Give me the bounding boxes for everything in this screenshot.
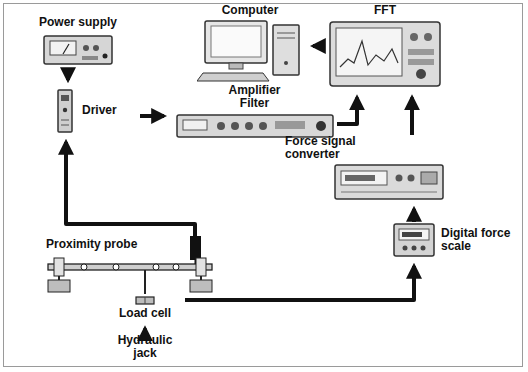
- beam-test-rig-part: [81, 264, 87, 270]
- device-label: Force signal converter: [285, 135, 389, 162]
- device-label: FFT: [374, 4, 396, 17]
- computer-icon-part: [273, 25, 299, 75]
- beam-test-rig-part: [190, 280, 212, 292]
- driver-icon-part: [58, 90, 72, 132]
- force-signal-converter: Force signal converter: [285, 135, 445, 201]
- beam-test-rig-part: [113, 264, 119, 270]
- digital-force-scale-icon-part: [399, 229, 429, 240]
- beam-test-rig-part: [144, 270, 146, 294]
- force-signal-converter-icon: [333, 163, 445, 201]
- fft-analyzer-icon-part: [408, 59, 434, 65]
- amplifier-filter-icon-part: [177, 115, 333, 137]
- force-signal-converter-icon-part: [341, 171, 387, 185]
- driver-icon: [56, 88, 74, 134]
- power-supply-icon-part: [82, 56, 98, 60]
- beam-test-rig-part: [58, 276, 60, 280]
- amplifier-filter-icon-part: [183, 120, 207, 130]
- driver: Driver: [56, 88, 140, 134]
- beam-test-rig-part: [48, 264, 212, 270]
- device-label: Hydraulic jack: [105, 334, 185, 361]
- digital-force-scale-icon-part: [421, 246, 426, 251]
- power-supply-icon-part: [50, 41, 76, 55]
- computer-icon-part: [205, 21, 267, 63]
- signal-arrow: [337, 97, 357, 124]
- fft-analyzer-icon-part: [330, 22, 440, 86]
- beam-test-rig-part: [173, 264, 179, 270]
- force-signal-converter-icon-part: [408, 174, 415, 181]
- computer-icon-part: [284, 61, 288, 65]
- amplifier-filter-icon-part: [245, 122, 253, 130]
- fft-analyzer-icon-part: [340, 41, 398, 67]
- computer-icon-part: [197, 73, 269, 81]
- fft-analyzer-icon-part: [416, 69, 426, 79]
- computer-icon-part: [277, 33, 295, 34]
- computer: Computer: [195, 4, 305, 83]
- beam-test-rig-part: [196, 258, 206, 276]
- driver-icon-part: [63, 108, 67, 112]
- amplifier-filter: Amplifier Filter: [172, 84, 337, 139]
- force-signal-converter-icon-part: [396, 174, 403, 181]
- signal-arrow: [66, 68, 70, 80]
- power-supply-icon-part: [83, 45, 89, 51]
- power-supply-icon: [42, 32, 114, 68]
- amplifier-filter-icon-part: [316, 121, 326, 131]
- force-signal-converter-icon-part: [421, 172, 437, 184]
- digital-force-scale-icon-part: [402, 232, 422, 237]
- fft-analyzer-icon-part: [410, 33, 418, 41]
- power-supply-icon-part: [44, 36, 112, 64]
- power-supply-icon-part: [63, 44, 69, 54]
- digital-force-scale-icon: [392, 222, 436, 258]
- fft-analyzer-icon-part: [408, 49, 434, 55]
- force-signal-converter-icon-part: [341, 191, 437, 192]
- beam-test-rig-part: [200, 276, 202, 280]
- fft-analyzer: FFT: [325, 4, 445, 89]
- digital-force-scale: Digital force scale: [392, 222, 514, 258]
- power-supply-icon-part: [103, 54, 108, 59]
- driver-icon-part: [61, 125, 69, 126]
- fft-analyzer-icon: [328, 19, 442, 89]
- load-cell-icon-part: [145, 297, 146, 304]
- device-label: Amplifier Filter: [219, 84, 291, 111]
- amplifier-filter-icon-part: [231, 122, 239, 130]
- amplifier-filter-icon-part: [259, 122, 267, 130]
- computer-icon-part: [277, 38, 295, 39]
- fft-analyzer-icon-part: [424, 33, 432, 41]
- device-label: Proximity probe: [46, 238, 137, 251]
- driver-icon-part: [61, 120, 69, 121]
- signal-arrow: [412, 209, 416, 222]
- amplifier-filter-icon-part: [217, 122, 225, 130]
- computer-icon: [197, 19, 303, 83]
- signal-arrow: [185, 266, 414, 300]
- fft-analyzer-icon-part: [336, 28, 402, 76]
- proximity-probe: Proximity probe: [40, 236, 220, 294]
- load-cell: Load cell: [105, 296, 185, 320]
- hydraulic-jack: Hydraulic jack: [105, 334, 185, 361]
- digital-force-scale-icon-part: [412, 246, 417, 251]
- power-supply-icon-part: [93, 45, 99, 51]
- beam-test-rig-part: [190, 236, 201, 260]
- signal-arrow: [410, 97, 414, 135]
- device-label: Computer: [222, 4, 279, 17]
- signal-arrow: [140, 114, 164, 118]
- signal-arrow: [313, 44, 325, 48]
- power-supply: Power supply: [28, 16, 128, 68]
- device-label: Digital force scale: [441, 227, 513, 254]
- load-cell-icon: [135, 296, 155, 305]
- load-cell-icon-part: [136, 297, 154, 304]
- force-signal-converter-icon-part: [345, 175, 375, 181]
- beam-test-rig-part: [48, 280, 70, 292]
- driver-icon-part: [61, 95, 69, 101]
- computer-icon-part: [229, 63, 243, 69]
- device-label: Power supply: [39, 16, 117, 29]
- force-signal-converter-icon-part: [335, 165, 443, 199]
- signal-arrow: [66, 142, 195, 236]
- device-label: Load cell: [119, 307, 171, 320]
- device-label: Driver: [82, 104, 117, 117]
- beam-test-rig-part: [54, 258, 64, 276]
- amplifier-filter-icon-part: [275, 121, 305, 129]
- digital-force-scale-icon-part: [394, 224, 434, 256]
- computer-icon-part: [211, 26, 261, 57]
- beam-test-rig-part: [153, 264, 159, 270]
- digital-force-scale-icon-part: [403, 246, 408, 251]
